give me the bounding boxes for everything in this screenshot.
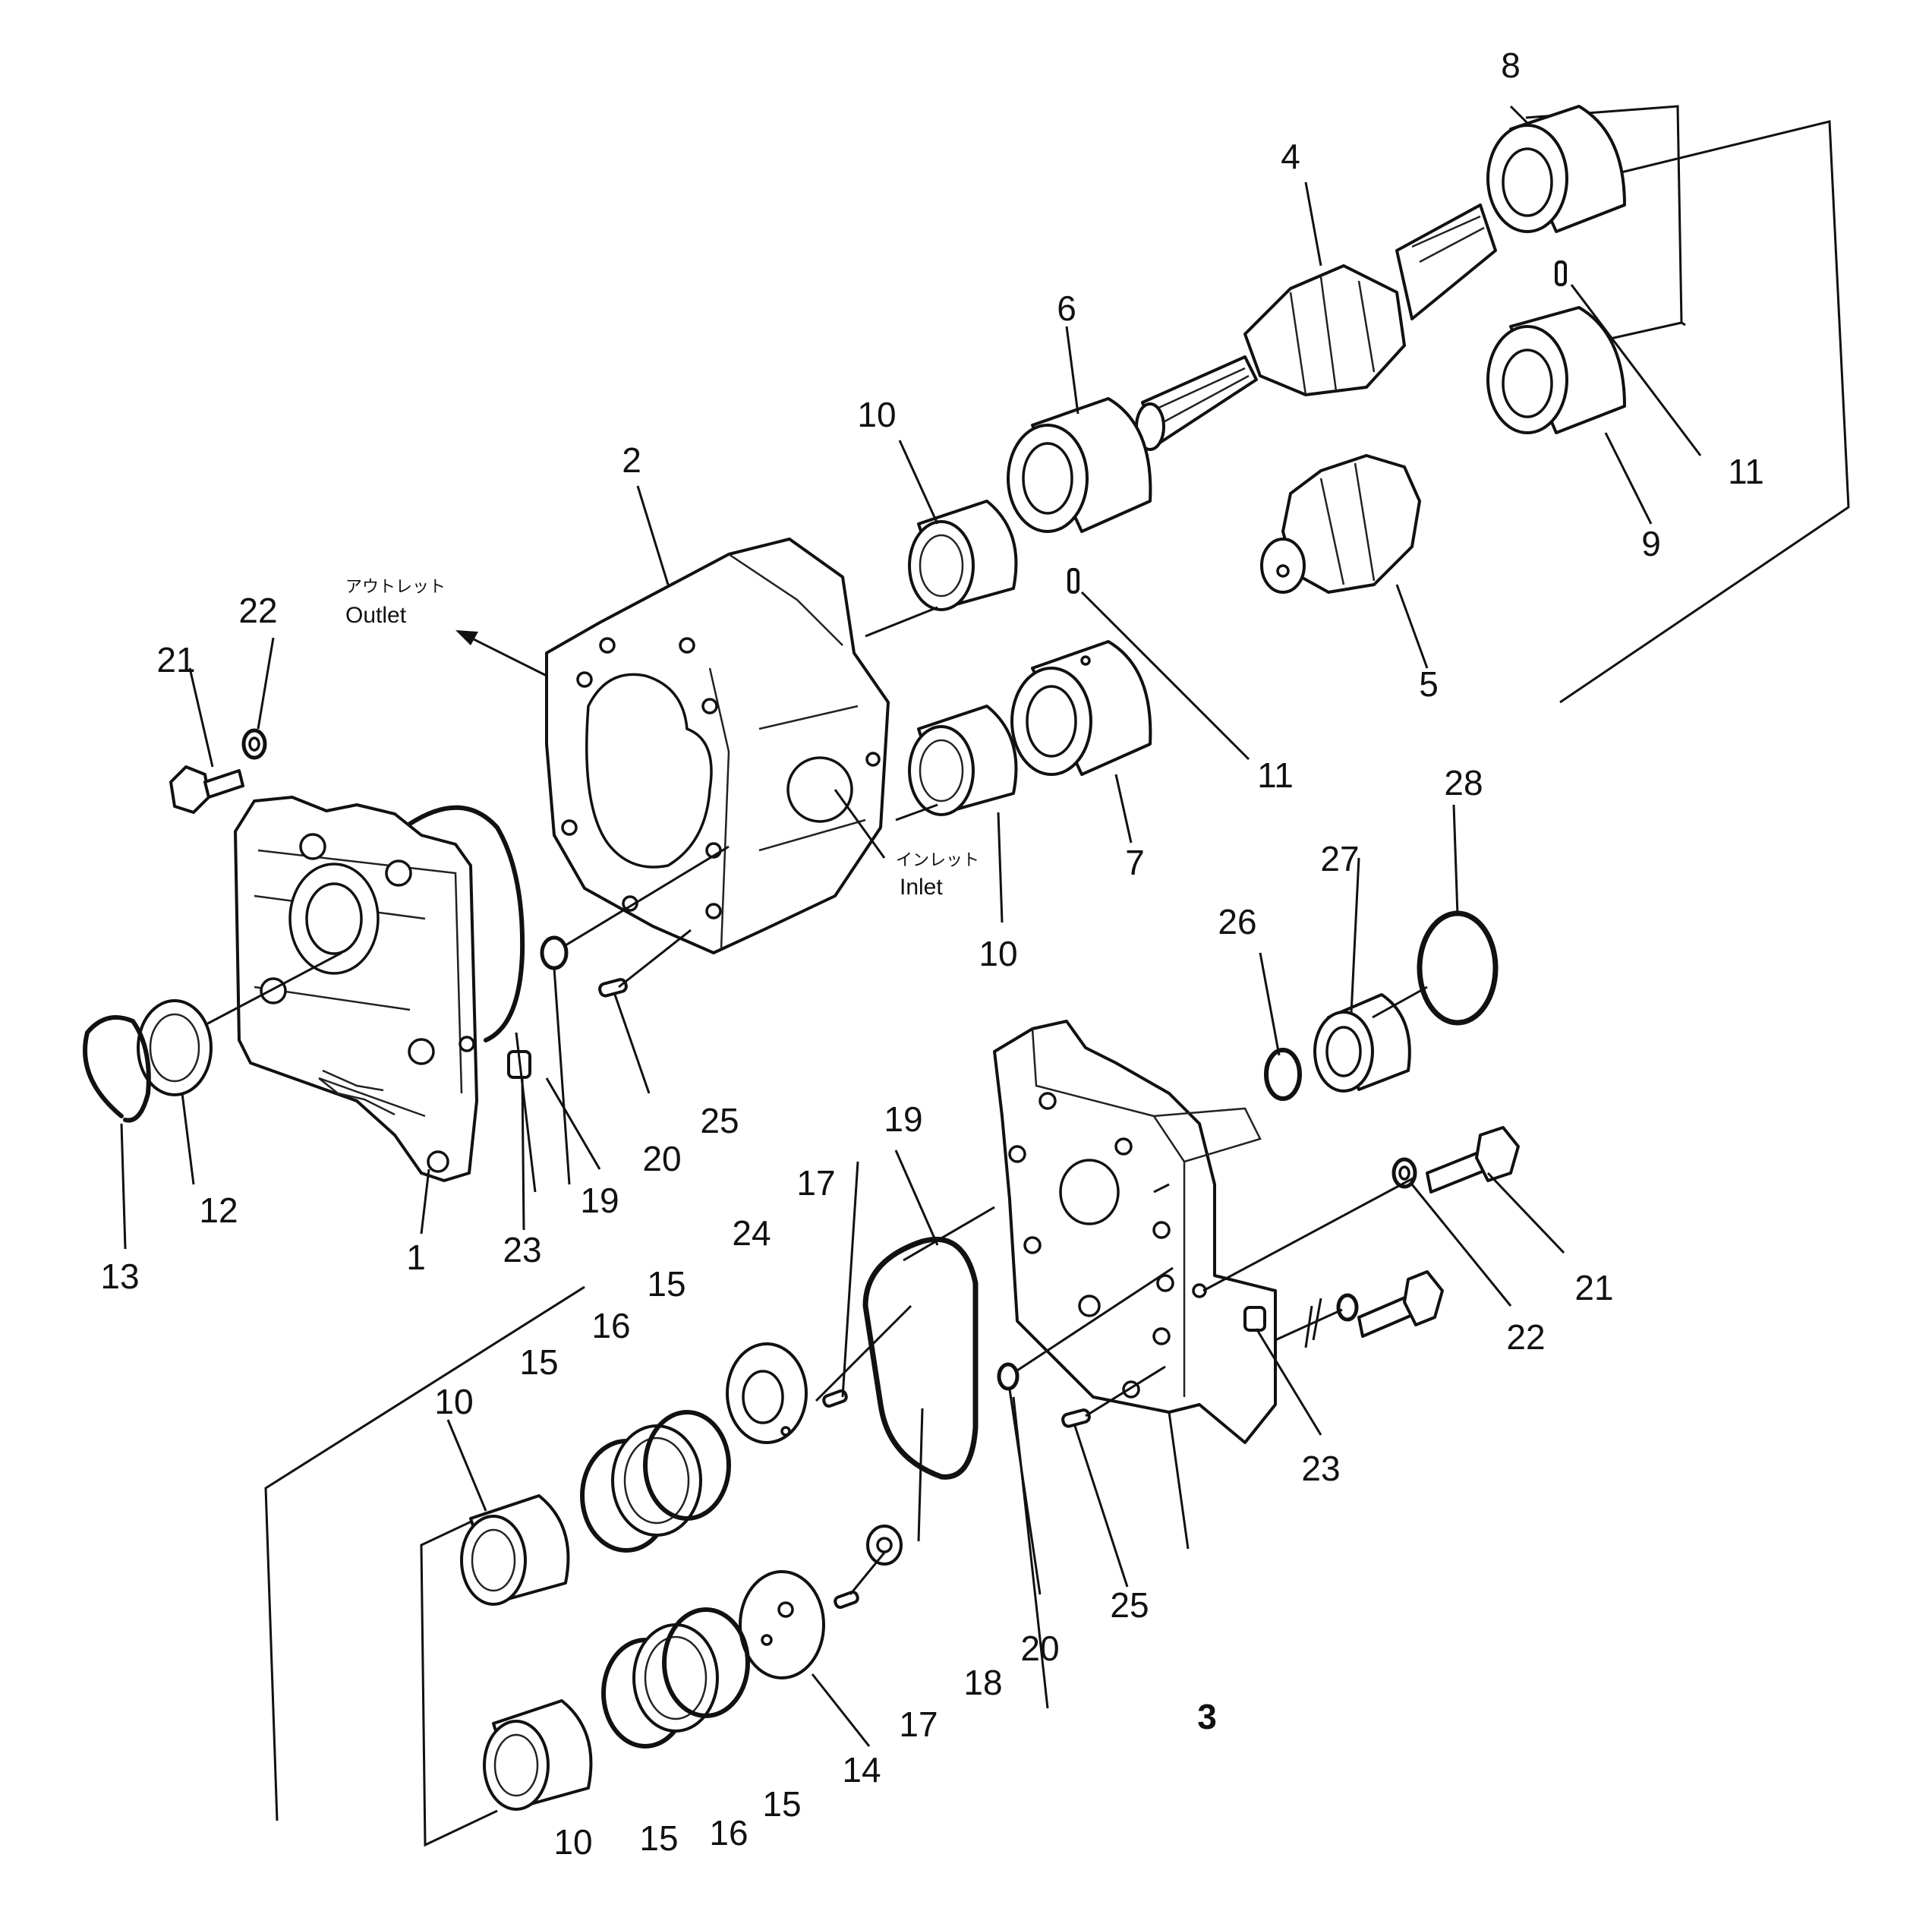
dowel-pin-25-left xyxy=(598,978,628,998)
callout-1: 1 xyxy=(406,1238,426,1277)
dowel-pin-11-b xyxy=(1067,568,1079,594)
callout-20-b: 20 xyxy=(1020,1629,1059,1668)
callout-5: 5 xyxy=(1419,664,1439,704)
callout-8: 8 xyxy=(1501,46,1521,85)
pin-17-b xyxy=(834,1590,859,1610)
o-ring-19-left xyxy=(408,805,525,1042)
o-ring-20-right xyxy=(997,1362,1020,1391)
callout-27: 27 xyxy=(1320,839,1359,878)
bushing-part-8 xyxy=(1486,105,1626,233)
callout-28: 28 xyxy=(1444,763,1483,803)
o-ring-20-left xyxy=(540,935,569,970)
callout-7: 7 xyxy=(1125,843,1145,882)
callout-21-a: 21 xyxy=(156,640,195,680)
snap-ring-26 xyxy=(1264,1048,1302,1101)
needle-bearing-10-d xyxy=(483,1699,593,1811)
callout-22-a: 22 xyxy=(238,591,277,630)
seal-rings-15-16-upper xyxy=(580,1410,731,1553)
inlet-label-jp: インレット xyxy=(896,851,979,870)
dowel-pin-11-a xyxy=(1555,260,1567,286)
rear-cover-part-3 xyxy=(993,1020,1277,1444)
callout-16-a: 16 xyxy=(591,1306,630,1345)
oil-seal-12 xyxy=(137,999,213,1096)
callout-leaders xyxy=(120,105,1702,1747)
inlet-leader xyxy=(834,789,886,859)
callout-23-b: 23 xyxy=(1301,1449,1340,1488)
o-ring-28 xyxy=(1417,910,1499,1026)
inlet-label: Inlet xyxy=(900,875,943,900)
drive-gear-shaft-part-4 xyxy=(1135,203,1497,451)
assembly-brackets xyxy=(264,105,1850,1847)
callout-18: 18 xyxy=(963,1663,1002,1702)
washer-22-left xyxy=(241,728,267,760)
callout-12: 12 xyxy=(199,1190,238,1230)
callout-9: 9 xyxy=(1641,524,1661,563)
seal-24 xyxy=(726,1342,808,1444)
callout-10-c: 10 xyxy=(434,1382,473,1421)
callout-17-a: 17 xyxy=(796,1163,835,1203)
callout-3: 3 xyxy=(1197,1697,1217,1736)
plug-23-right xyxy=(1243,1306,1266,1332)
outlet-arrow xyxy=(455,630,547,677)
assembly-lines xyxy=(204,606,1428,1595)
plug-18 xyxy=(866,1525,903,1566)
driven-gear-part-5 xyxy=(1260,454,1421,594)
callout-11-b: 11 xyxy=(1257,755,1294,795)
needle-bearing-10-c xyxy=(460,1494,570,1606)
outlet-label-jp: アウトレット xyxy=(345,578,446,597)
callout-25-a: 25 xyxy=(700,1101,739,1140)
bolt-21-right xyxy=(1357,1126,1520,1338)
coupling-27 xyxy=(1313,993,1411,1093)
bushing-part-7 xyxy=(1010,640,1152,776)
callout-10-b: 10 xyxy=(979,934,1017,973)
callout-15-a: 15 xyxy=(647,1264,685,1304)
callout-16-b: 16 xyxy=(709,1813,748,1853)
callout-24: 24 xyxy=(732,1213,771,1253)
callout-10-a: 10 xyxy=(857,395,896,434)
callout-26: 26 xyxy=(1218,902,1256,941)
callout-6: 6 xyxy=(1057,289,1076,328)
callout-13: 13 xyxy=(100,1257,139,1296)
callout-11-a: 11 xyxy=(1728,452,1764,491)
callout-15-d: 15 xyxy=(639,1818,678,1858)
front-cover-part-1 xyxy=(234,796,478,1182)
pump-body-part-2 xyxy=(545,538,890,954)
callout-23-a: 23 xyxy=(503,1230,541,1269)
callout-20-a: 20 xyxy=(642,1139,681,1178)
plate-14 xyxy=(739,1570,825,1679)
outlet-label: Outlet xyxy=(345,603,407,628)
seal-rings-15-16-lower xyxy=(601,1607,750,1749)
callout-21-b: 21 xyxy=(1574,1268,1613,1307)
dowel-pin-25-right xyxy=(1061,1408,1091,1428)
callout-4: 4 xyxy=(1281,137,1300,176)
callout-17-b: 17 xyxy=(899,1705,938,1744)
callout-14: 14 xyxy=(842,1750,881,1790)
seal-19-center xyxy=(862,1236,979,1480)
callout-10-d: 10 xyxy=(434,1382,473,1421)
callout-19-a: 19 xyxy=(580,1181,619,1220)
needle-bearing-10-b xyxy=(908,705,1018,816)
callout-10-e: 10 xyxy=(553,1822,592,1862)
needle-bearing-10-a xyxy=(908,500,1018,611)
callout-25-b: 25 xyxy=(1110,1585,1149,1625)
callout-19-b: 19 xyxy=(884,1099,922,1139)
bolt-21-left xyxy=(169,765,244,814)
callout-numbers: 1 2 3 4 5 6 7 8 9 10 10 10 10 10 11 11 1… xyxy=(100,46,1763,1862)
bushing-part-6 xyxy=(1007,397,1152,533)
bushing-part-9 xyxy=(1486,306,1626,434)
pin-17-a xyxy=(822,1389,848,1408)
callout-2: 2 xyxy=(622,440,641,480)
callout-15-c: 15 xyxy=(762,1784,801,1824)
snap-ring-13 xyxy=(83,1015,151,1123)
callout-15-b: 15 xyxy=(519,1342,558,1382)
callout-22-b: 22 xyxy=(1506,1317,1545,1357)
